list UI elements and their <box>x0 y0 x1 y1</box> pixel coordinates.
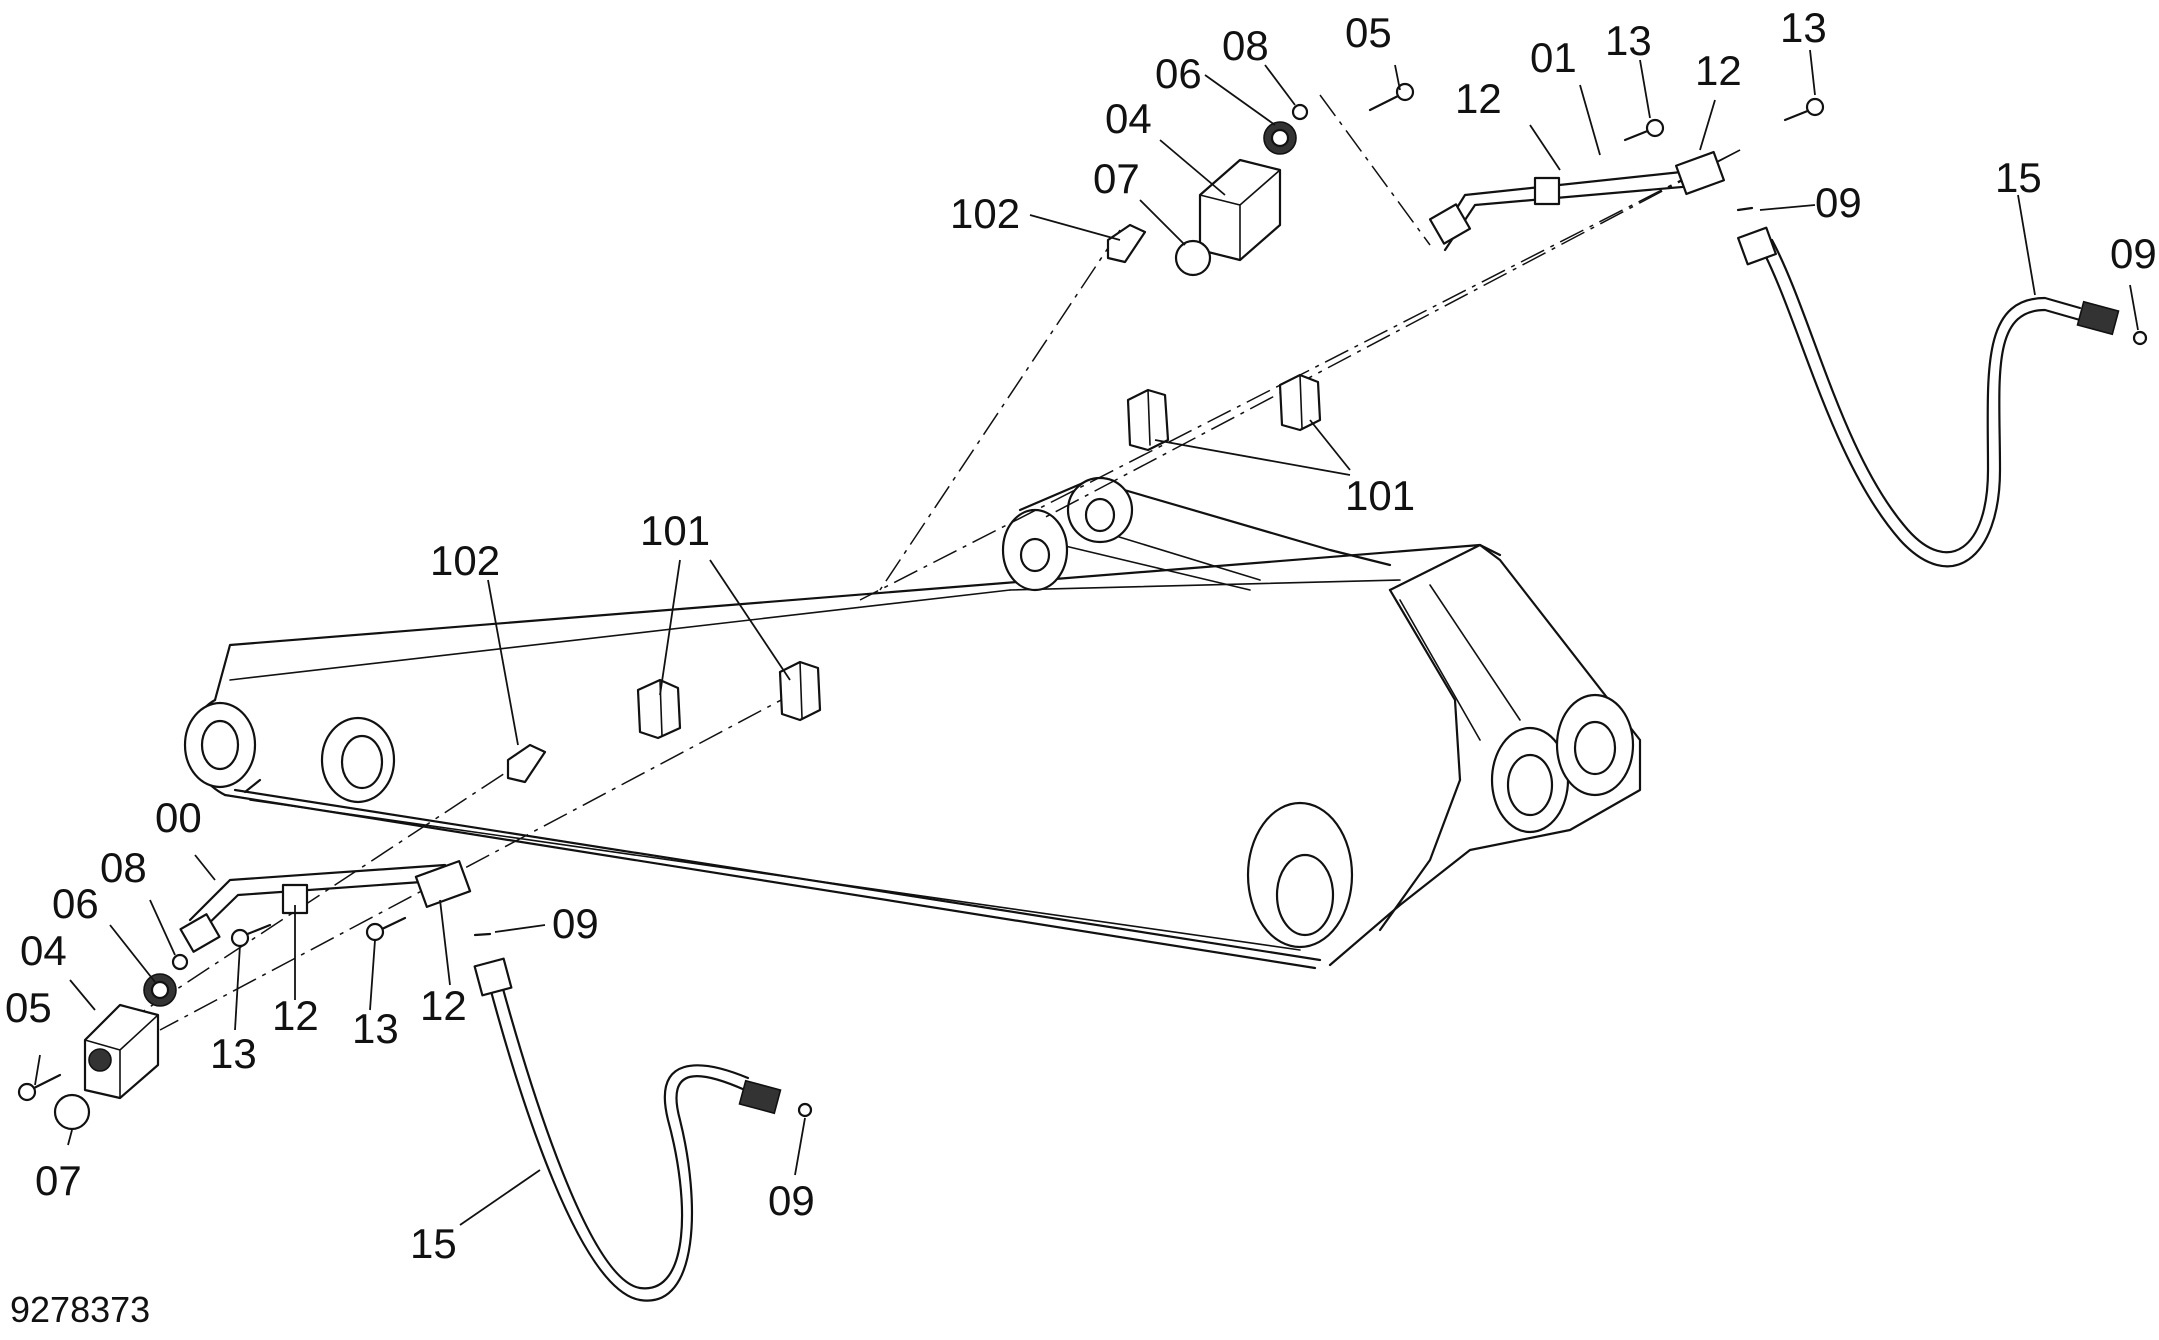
top-pipe-01 <box>1428 150 1726 252</box>
callout-05-left: 05 <box>5 984 52 1031</box>
callout-101-right: 101 <box>1345 472 1415 519</box>
left-end-boss <box>183 701 257 789</box>
callout-01: 01 <box>1530 34 1577 81</box>
right-hose-15 <box>1737 226 2148 568</box>
lower-block-04 <box>83 1003 160 1100</box>
callout-09-mid: 09 <box>552 900 599 947</box>
callout-08-top: 08 <box>1222 22 1269 69</box>
right-lower-boss <box>1246 801 1354 949</box>
callout-15-right: 15 <box>1995 154 2042 201</box>
mid-seal-09 <box>473 932 492 937</box>
callout-13-top-right: 13 <box>1780 4 1827 51</box>
callout-04-left: 04 <box>20 927 67 974</box>
clamp-block-101-upper-2 <box>1278 373 1322 432</box>
callout-102-top: 102 <box>950 190 1020 237</box>
callout-101-mid: 101 <box>640 507 710 554</box>
right-bracket-boss-2 <box>1555 693 1635 797</box>
callout-102-mid: 102 <box>430 537 500 584</box>
lower-bolt-05 <box>17 1073 62 1102</box>
clamp-block-101-mid-2 <box>778 660 822 722</box>
lower-oring-08 <box>171 953 189 971</box>
callout-12-bottom-left: 12 <box>272 992 319 1039</box>
clamp-block-101-upper-1 <box>1126 388 1170 452</box>
callout-06-left: 06 <box>52 880 99 927</box>
centerlines <box>129 94 1741 1031</box>
second-boss <box>320 716 396 804</box>
top-bolt-13-left <box>1623 118 1665 142</box>
callout-12-top-right: 12 <box>1695 47 1742 94</box>
upper-link-boss-2 <box>1066 476 1134 544</box>
callout-15-bottom: 15 <box>410 1220 457 1267</box>
callout-07-top: 07 <box>1093 155 1140 202</box>
bottom-hose-15 <box>473 957 813 1302</box>
callout-13-top-left: 13 <box>1605 17 1652 64</box>
upper-link-boss-1 <box>1001 508 1069 592</box>
lower-fitting-06 <box>143 973 177 1007</box>
top-bolt-13-right <box>1783 97 1825 122</box>
callout-12-top-left: 12 <box>1455 75 1502 122</box>
top-bolt-05 <box>1368 82 1415 112</box>
boom-arm <box>190 478 1642 970</box>
callout-labels: 05 08 06 04 07 102 12 01 13 12 13 09 15 … <box>5 4 2157 1267</box>
lower-pipe-00 <box>179 859 472 953</box>
callout-13-bottom-left: 13 <box>210 1030 257 1077</box>
top-oring-08 <box>1291 103 1309 121</box>
callout-00: 00 <box>155 794 202 841</box>
top-clip-102 <box>1106 223 1147 264</box>
leader-lines <box>34 49 2139 1226</box>
top-seal-09 <box>1736 206 1754 212</box>
top-block-04 <box>1198 158 1282 262</box>
callout-09-bottom: 09 <box>768 1177 815 1224</box>
mid-clip-102 <box>506 743 547 784</box>
clamp-block-101-mid-1 <box>636 678 682 740</box>
callout-12-bottom-right: 12 <box>420 982 467 1029</box>
callout-08-left: 08 <box>100 844 147 891</box>
callout-09-top: 09 <box>1815 179 1862 226</box>
drawing-number: 9278373 <box>10 1289 150 1330</box>
callout-07-left: 07 <box>35 1157 82 1204</box>
lower-plug-07 <box>53 1093 91 1131</box>
top-fitting-06 <box>1263 121 1297 155</box>
callout-13-bottom-right: 13 <box>352 1005 399 1052</box>
top-plug-07 <box>1174 239 1212 277</box>
callout-04-top: 04 <box>1105 95 1152 142</box>
callout-05-top: 05 <box>1345 9 1392 56</box>
lower-bolt-13-right <box>365 916 407 942</box>
callout-09-right: 09 <box>2110 230 2157 277</box>
callout-06-top: 06 <box>1155 50 1202 97</box>
lower-bolt-13-left <box>230 923 272 948</box>
